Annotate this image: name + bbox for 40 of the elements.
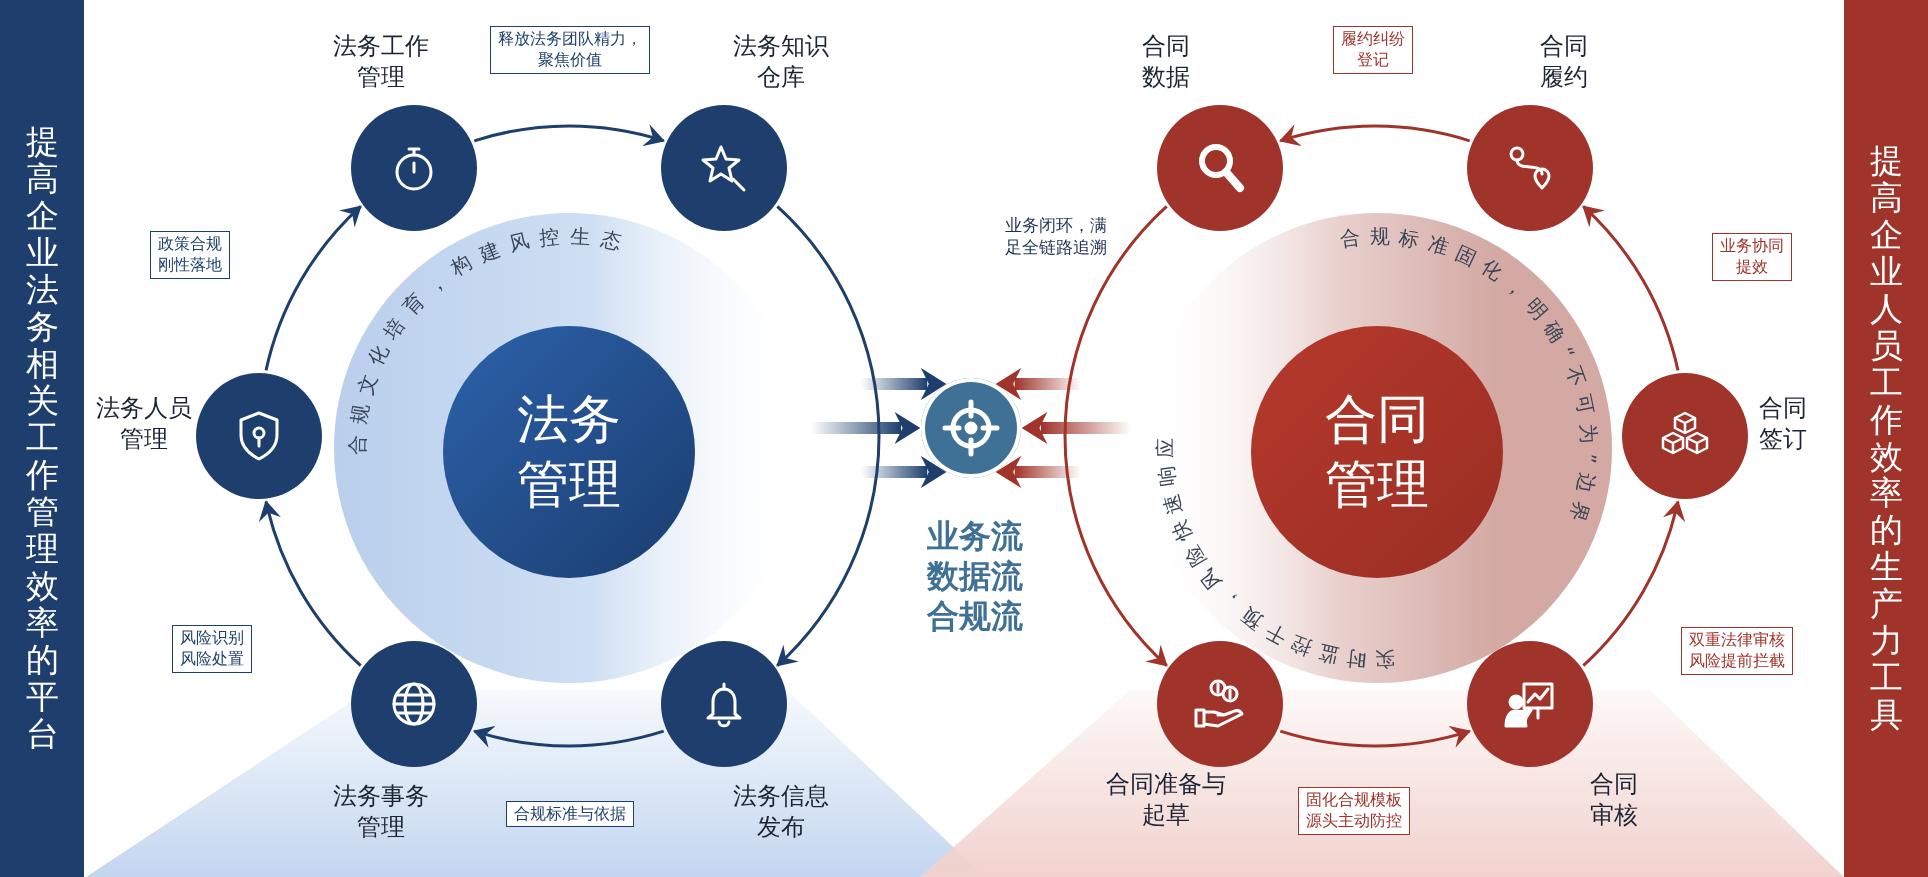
node-label: 合同审核 <box>1589 769 1639 832</box>
ring-arrow <box>1280 724 1472 747</box>
flow-arrow <box>995 456 1081 488</box>
ring-arrow <box>1582 205 1680 371</box>
flow-arrow <box>811 412 921 444</box>
node-label: 合同准备与起草 <box>1105 769 1227 832</box>
edge-label: 风险识别风险处置 <box>172 625 252 673</box>
ring-arrow <box>1582 500 1684 667</box>
node-label: 法务知识仓库 <box>732 31 830 94</box>
side-banner: 提高企业人员工作效率的生产力工具 <box>1844 0 1928 877</box>
edge-label: 固化合规模板源头主动防控 <box>1298 787 1410 835</box>
node-label: 合同数据 <box>1141 31 1191 94</box>
edge-label: 合规标准与依据 <box>506 800 634 828</box>
flow-arrow <box>861 368 947 400</box>
flow-label: 合规流 <box>927 596 1023 637</box>
ring-arrow <box>1064 205 1168 667</box>
node-label: 法务信息发布 <box>732 781 830 844</box>
flow-arrow <box>861 456 947 488</box>
flow-label: 业务流 <box>927 516 1023 557</box>
edge-label: 政策合规刚性落地 <box>150 231 230 279</box>
edge-label: 履约纠纷登记 <box>1333 26 1413 74</box>
node-label: 合同签订 <box>1758 393 1808 456</box>
flow-arrow <box>995 368 1081 400</box>
node-label: 法务工作管理 <box>332 31 430 94</box>
ring-arrow <box>472 724 664 747</box>
side-banner: 提高企业法务相关工作管理效率的平台 <box>0 0 84 877</box>
edge-label: 释放法务团队精力，聚焦价值 <box>490 26 650 74</box>
node-label: 法务人员管理 <box>95 393 193 456</box>
edge-label: 业务协同提效 <box>1712 233 1792 281</box>
ring-arrow <box>474 125 666 148</box>
ring-arrow <box>264 205 362 371</box>
node-label: 合同履约 <box>1539 31 1589 94</box>
flow-arrow <box>1021 412 1131 444</box>
ring-arrow <box>776 205 880 667</box>
flow-label: 数据流 <box>927 556 1023 597</box>
ring-arrow <box>1278 125 1470 148</box>
ring-arrow <box>260 500 362 667</box>
edge-label: 双重法律审核风险提前拦截 <box>1681 627 1793 675</box>
note-text: 业务闭环，满足全链路追溯 <box>1004 214 1108 259</box>
node-label: 法务事务管理 <box>332 781 430 844</box>
